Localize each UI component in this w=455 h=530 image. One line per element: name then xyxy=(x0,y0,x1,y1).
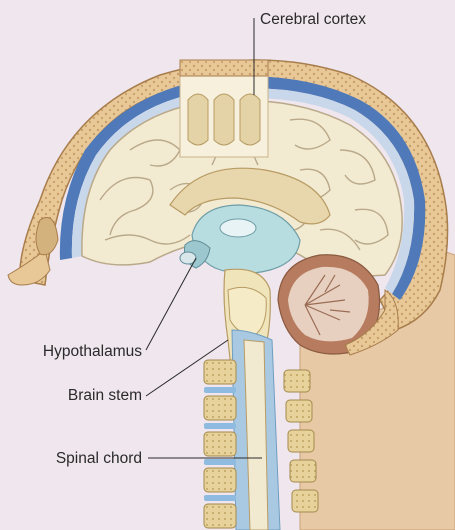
third-ventricle xyxy=(220,219,256,237)
label-spinal-chord: Spinal chord xyxy=(56,450,142,467)
skull-cut-section xyxy=(180,60,268,76)
label-cerebral-cortex: Cerebral cortex xyxy=(260,11,366,28)
label-brain-stem: Brain stem xyxy=(68,387,142,404)
label-hypothalamus: Hypothalamus xyxy=(43,343,142,360)
hypothalamus-leader xyxy=(146,258,196,350)
cortex-cut-folds xyxy=(188,94,260,145)
